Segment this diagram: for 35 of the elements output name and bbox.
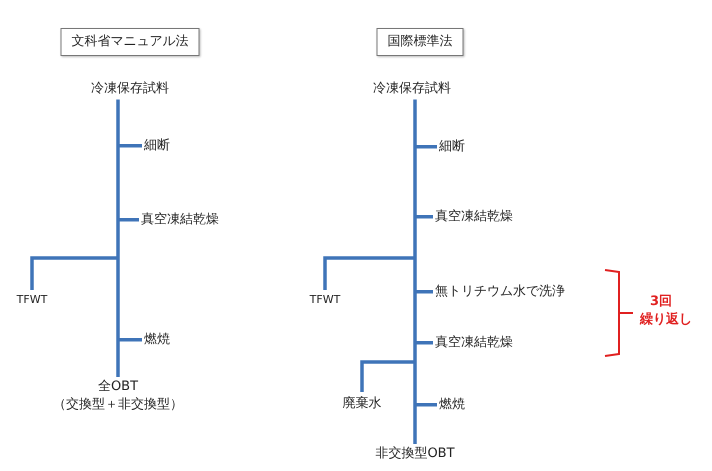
connector-line — [415, 341, 433, 345]
node-text: TFWT — [310, 293, 340, 308]
node-text: 真空凍結乾燥 — [435, 334, 513, 352]
node-text: 全OBT — [98, 378, 138, 396]
node-text: 国際標準法 — [388, 33, 452, 51]
node-text: 真空凍結乾燥 — [435, 208, 513, 226]
node-text: 細断 — [439, 138, 465, 156]
node-text: 燃焼 — [144, 331, 170, 349]
connector-line — [415, 145, 437, 149]
connector-line — [118, 338, 142, 342]
node-text: TFWT — [16, 293, 48, 308]
connector-line — [30, 256, 118, 290]
repeat-note: 3回 — [650, 293, 672, 310]
node-text: 燃焼 — [439, 396, 465, 414]
connector-line — [118, 218, 139, 222]
node-text: 細断 — [144, 137, 170, 155]
method-title-box — [60, 28, 200, 56]
connector-line — [323, 256, 415, 290]
connector-line — [118, 144, 142, 148]
method-title-box — [376, 28, 464, 56]
repeat-note: 繰り返し — [640, 310, 692, 328]
connector-line — [415, 215, 433, 219]
connector-line — [116, 100, 120, 377]
connector-line — [415, 290, 433, 294]
connector-line — [360, 360, 415, 392]
node-text: 冷凍保存試料 — [373, 80, 451, 98]
node-text: 真空凍結乾燥 — [141, 211, 219, 229]
node-text: （交換型＋非交換型） — [53, 396, 183, 414]
node-text: 非交換型OBT — [375, 445, 455, 463]
node-text: 文科省マニュアル法 — [72, 33, 188, 51]
node-text: 廃棄水 — [342, 395, 382, 413]
node-text: 冷凍保存試料 — [91, 80, 169, 98]
connector-line — [415, 403, 437, 407]
node-text: 無トリチウム水で洗浄 — [435, 283, 565, 301]
connector-line — [413, 100, 417, 444]
